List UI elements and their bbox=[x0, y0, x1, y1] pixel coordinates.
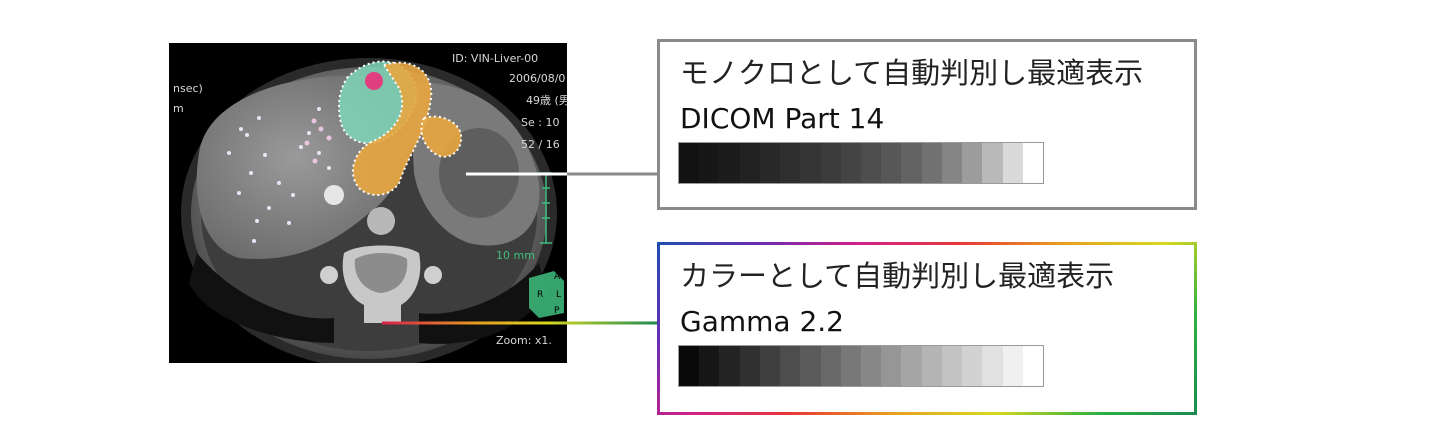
orientation-l: L bbox=[556, 290, 562, 300]
gray-step-12 bbox=[921, 143, 942, 183]
gray-step-4 bbox=[759, 143, 781, 183]
orientation-a: A bbox=[554, 272, 561, 282]
gray-step-8 bbox=[840, 143, 861, 183]
lung-base-left bbox=[189, 253, 334, 343]
patient-id-text: ID: VIN-Liver-00 bbox=[452, 52, 539, 65]
image-number-text: 52 / 16 bbox=[521, 138, 560, 151]
vessel-dots-pink bbox=[304, 118, 332, 164]
series-number-text: Se : 10 bbox=[521, 116, 560, 129]
gray-step-1 bbox=[699, 143, 720, 183]
grayscale-strip-mono bbox=[678, 142, 1044, 184]
gray-step-1 bbox=[699, 346, 720, 386]
gray-step-5 bbox=[780, 143, 801, 183]
callout-mono-subtitle: DICOM Part 14 bbox=[680, 102, 885, 135]
aorta bbox=[367, 207, 395, 235]
gray-step-5 bbox=[780, 346, 801, 386]
gray-step-4 bbox=[759, 346, 781, 386]
gray-step-13 bbox=[941, 143, 963, 183]
callout-color: カラーとして自動判別し最適表示 Gamma 2.2 bbox=[657, 242, 1197, 415]
gray-step-15 bbox=[982, 346, 1003, 386]
ct-scan-illustration bbox=[181, 58, 564, 363]
callout-color-subtitle: Gamma 2.2 bbox=[680, 305, 844, 338]
gray-step-13 bbox=[941, 346, 963, 386]
gray-step-12 bbox=[921, 346, 942, 386]
segment-orange bbox=[351, 61, 433, 196]
gray-step-17 bbox=[1022, 143, 1043, 183]
gray-step-17 bbox=[1022, 346, 1043, 386]
gray-step-9 bbox=[860, 346, 882, 386]
gallbladder-contrast bbox=[324, 185, 344, 205]
gray-step-15 bbox=[982, 143, 1003, 183]
gray-step-16 bbox=[1002, 346, 1023, 386]
rib-left bbox=[320, 266, 338, 284]
callout-mono-title: モノクロとして自動判別し最適表示 bbox=[680, 56, 1144, 90]
vertebral-body-inner bbox=[354, 253, 408, 293]
gray-step-14 bbox=[962, 346, 983, 386]
gray-step-7 bbox=[820, 143, 841, 183]
orientation-p: P bbox=[554, 306, 560, 316]
scale-label: 10 mm bbox=[496, 249, 535, 262]
gray-step-16 bbox=[1002, 143, 1023, 183]
gray-step-7 bbox=[820, 346, 841, 386]
gray-step-11 bbox=[901, 346, 922, 386]
gray-step-2 bbox=[719, 346, 740, 386]
unit-text: m bbox=[173, 102, 184, 115]
callout-color-title: カラーとして自動判別し最適表示 bbox=[680, 259, 1115, 293]
gray-step-0 bbox=[679, 143, 700, 183]
gray-step-3 bbox=[739, 143, 760, 183]
gray-step-10 bbox=[881, 143, 902, 183]
gray-step-14 bbox=[962, 143, 983, 183]
gray-step-10 bbox=[881, 346, 902, 386]
gray-step-8 bbox=[840, 346, 861, 386]
rib-right bbox=[424, 266, 442, 284]
gray-step-3 bbox=[739, 346, 760, 386]
callout-monochrome: モノクロとして自動判別し最適表示 DICOM Part 14 bbox=[657, 39, 1197, 210]
gray-step-6 bbox=[800, 346, 821, 386]
ct-liver-scan-image: ID: VIN-Liver-00 2006/08/0 49歳 (男 Se : 1… bbox=[169, 43, 567, 363]
gray-step-11 bbox=[901, 143, 922, 183]
vessel-dots bbox=[227, 107, 331, 243]
gray-step-9 bbox=[860, 143, 882, 183]
orientation-r: R bbox=[537, 290, 544, 300]
timing-text: nsec) bbox=[173, 82, 203, 95]
study-date-text: 2006/08/0 bbox=[509, 72, 566, 85]
segment-magenta bbox=[365, 72, 383, 90]
zoom-text: Zoom: x1. bbox=[496, 334, 552, 347]
grayscale-strip-gamma bbox=[678, 345, 1044, 387]
gray-step-6 bbox=[800, 143, 821, 183]
gray-step-2 bbox=[719, 143, 740, 183]
patient-age-text: 49歳 (男 bbox=[526, 94, 567, 107]
segment-orange-branch bbox=[420, 115, 463, 158]
gray-step-0 bbox=[679, 346, 700, 386]
orientation-cube bbox=[529, 271, 564, 318]
